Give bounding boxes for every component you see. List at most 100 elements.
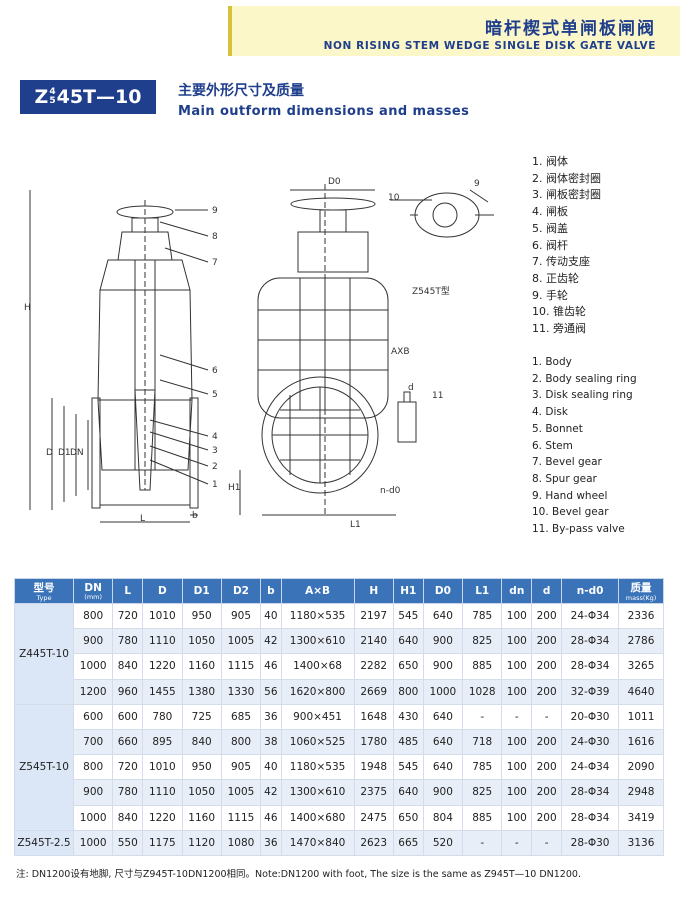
part-cn-11: 11. 旁通阀 [532, 322, 586, 336]
spec-table: 型号 Type DN (mm) L D D1 D2 b A×B H H1 D0 … [14, 578, 664, 856]
model-badge: Z 4 5 45T—10 [20, 80, 156, 114]
callout-8-left: 8 [212, 232, 218, 242]
col-type-cn: 型号 [33, 582, 55, 594]
table-cell: 1000 [72, 804, 114, 831]
table-cell: 650 [392, 804, 424, 831]
table-cell: 900×451 [280, 703, 355, 730]
table-cell: 28-Φ30 [561, 829, 620, 856]
table-cell: 640 [422, 754, 464, 781]
table-cell: 720 [112, 602, 144, 630]
table-cell: 550 [112, 829, 144, 856]
table-cell: 1005 [220, 779, 262, 806]
table-cell: 200 [531, 678, 563, 705]
table-cell: 1380 [181, 678, 222, 705]
type-cell: Z445T-10 [14, 603, 74, 705]
footnote: 注: DN1200设有地脚, 尺寸与Z945T-10DN1200相同。Note:… [16, 869, 581, 880]
table-cell: 20-Φ30 [561, 703, 620, 730]
dim-d1: D1 [58, 448, 71, 458]
col-axb: A×B [280, 578, 355, 604]
table-cell: 545 [392, 754, 424, 781]
table-cell: 42 [260, 779, 282, 806]
table-cell: 650 [392, 653, 424, 680]
dim-axb: AXB [391, 347, 410, 357]
part-cn-2: 2. 阀体密封圈 [532, 171, 601, 185]
part-en-3: 3. Disk sealing ring [532, 389, 633, 402]
table-cell: 1180×535 [280, 754, 355, 781]
part-cn-10: 10. 锥齿轮 [532, 305, 586, 319]
table-cell: 36 [260, 829, 282, 856]
table-cell: 430 [392, 703, 424, 730]
table-cell: 660 [112, 728, 144, 756]
table-cell: 900 [422, 779, 464, 806]
table-cell: 720 [112, 754, 144, 781]
table-cell: 2623 [353, 829, 394, 856]
table-cell: 485 [392, 728, 424, 756]
table-cell: 40 [260, 754, 282, 781]
part-en-5: 5. Bonnet [532, 422, 583, 435]
table-cell: 640 [392, 779, 424, 806]
type-cell: Z545T-10 [14, 703, 74, 831]
part-en-11: 11. By-pass valve [532, 523, 625, 536]
dim-h: H [24, 303, 31, 313]
col-h1: H1 [392, 578, 424, 604]
table-cell: 1010 [142, 602, 183, 630]
table-cell: 2948 [618, 779, 664, 806]
table-cell: 200 [531, 653, 563, 680]
table-cell: 1115 [220, 653, 262, 680]
part-cn-6: 6. 阀杆 [532, 238, 568, 252]
table-cell: 1400×680 [280, 804, 355, 831]
col-d2: D2 [220, 578, 262, 604]
table-cell: 2140 [353, 628, 394, 655]
table-cell: 1948 [353, 754, 394, 781]
table-cell: 905 [220, 602, 262, 630]
table-cell: 100 [501, 653, 533, 680]
table-cell: 800 [392, 678, 424, 705]
table-cell: 950 [181, 754, 222, 781]
table-cell: 780 [112, 628, 144, 655]
type-cell: Z545T-2.5 [14, 829, 74, 856]
callout-2-left: 2 [212, 462, 218, 472]
table-cell: 100 [501, 628, 533, 655]
table-cell: 685 [220, 703, 262, 730]
callout-6-left: 6 [212, 366, 218, 376]
table-cell: 700 [72, 728, 114, 756]
table-cell: 640 [422, 602, 464, 630]
table-cell: 1160 [181, 653, 222, 680]
col-l1: L1 [462, 578, 503, 604]
table-cell: 718 [462, 728, 503, 756]
header-banner: 暗杆楔式单闸板闸阀 NON RISING STEM WEDGE SINGLE D… [228, 6, 680, 56]
table-cell: 1060×525 [280, 728, 355, 756]
table-cell: 100 [501, 804, 533, 831]
table-cell: - [501, 829, 533, 856]
table-cell: 2197 [353, 602, 394, 630]
table-cell: 24-Φ30 [561, 728, 620, 756]
part-en-4: 4. Disk [532, 406, 568, 419]
col-n-d0: n-d0 [561, 578, 620, 604]
table-cell: 1300×610 [280, 628, 355, 655]
table-cell: 200 [531, 602, 563, 630]
table-cell: 1000 [422, 678, 464, 705]
table-cell: 2090 [618, 754, 664, 781]
table-cell: 1180×535 [280, 602, 355, 630]
table-cell: 785 [462, 754, 503, 781]
col-d0: D0 [422, 578, 464, 604]
dim-l1: L1 [350, 520, 361, 530]
table-cell: 1110 [142, 779, 183, 806]
col-l: L [112, 578, 144, 604]
model-suffix: 45T—10 [56, 86, 142, 108]
table-cell: 800 [72, 602, 114, 630]
table-cell: 1300×610 [280, 779, 355, 806]
table-cell: 840 [181, 728, 222, 756]
col-dn-label: DN [84, 581, 102, 594]
callout-11-right: 11 [432, 391, 443, 401]
table-cell: 900 [422, 628, 464, 655]
table-cell: 38 [260, 728, 282, 756]
table-cell: 1220 [142, 653, 183, 680]
table-cell: 1000 [72, 829, 114, 856]
table-cell: 2336 [618, 602, 664, 630]
table-cell: 1160 [181, 804, 222, 831]
